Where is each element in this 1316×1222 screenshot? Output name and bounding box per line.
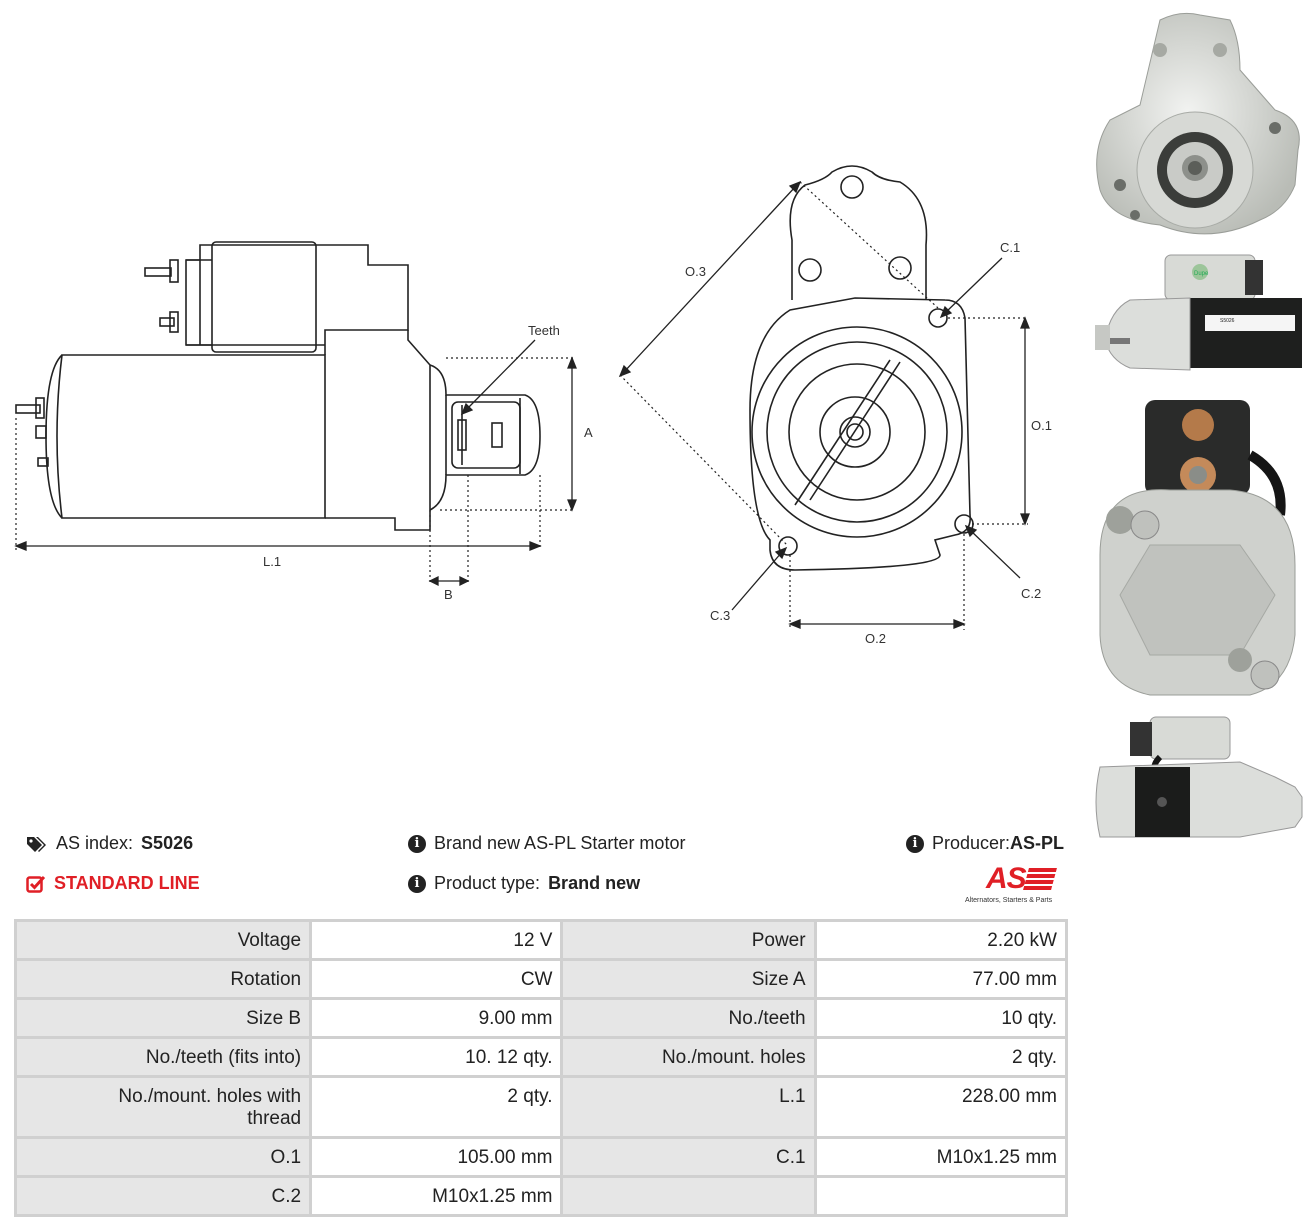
info-icon: i	[408, 834, 426, 853]
spec-value: 12 V	[309, 919, 564, 961]
description-text: Brand new AS-PL Starter motor	[434, 833, 686, 853]
product-photo-rear[interactable]	[1090, 395, 1306, 705]
producer-row: i Producer: AS-PL	[906, 833, 1064, 854]
spec-value: M10x1.25 mm	[813, 1136, 1069, 1178]
spec-value: 9.00 mm	[309, 997, 564, 1039]
spec-value: 77.00 mm	[813, 958, 1069, 1000]
table-row: O.1 105.00 mm C.1 M10x1.25 mm	[13, 1136, 1069, 1178]
spec-value: 2 qty.	[813, 1036, 1069, 1078]
standard-line-label: STANDARD LINE	[54, 873, 200, 893]
specs-table: Voltage 12 V Power 2.20 kW Rotation CW S…	[13, 919, 1069, 1217]
line-row: STANDARD LINE	[26, 873, 200, 894]
label-code: S5026	[1220, 318, 1235, 324]
label-brand: Dupe	[1194, 271, 1209, 277]
label-b: B	[444, 587, 453, 602]
description-row: i Brand new AS-PL Starter motor	[408, 833, 685, 854]
checkbox-checked-icon	[26, 875, 46, 893]
label-c3: C.3	[710, 608, 730, 623]
label-o2: O.2	[865, 631, 886, 646]
label-c1: C.1	[1000, 240, 1020, 255]
as-pl-logo[interactable]: AS Alternators, Starters & Parts	[960, 862, 1068, 908]
producer-label: Producer:	[932, 833, 1011, 853]
spec-key: C.1	[560, 1136, 817, 1178]
logo-mark: AS	[986, 862, 1027, 895]
spec-key: Size A	[560, 958, 817, 1000]
spec-key: No./teeth	[560, 997, 817, 1039]
as-index-row: AS index: S5026	[26, 833, 193, 854]
product-type-row: i Product type: Brand new	[408, 873, 640, 894]
spec-key: O.1	[13, 1136, 313, 1178]
starter-side-view-drawing: Teeth A L.1 B	[14, 241, 593, 602]
spec-key: Voltage	[13, 919, 313, 961]
spec-value: CW	[309, 958, 564, 1000]
logo-stripes	[1023, 868, 1057, 890]
starter-front-view-drawing: O.3 C.1 O.1 C.2 C.3 O.2	[618, 165, 1052, 646]
spec-key: No./mount. holes	[560, 1036, 817, 1078]
spec-value	[813, 1175, 1069, 1217]
spec-value: M10x1.25 mm	[309, 1175, 564, 1217]
spec-value: 10 qty.	[813, 997, 1069, 1039]
spec-key: No./teeth (fits into)	[13, 1036, 313, 1078]
producer-value: AS-PL	[1010, 833, 1065, 853]
product-photo-side-2[interactable]	[1090, 712, 1306, 847]
info-icon: i	[408, 874, 426, 893]
label-teeth: Teeth	[528, 323, 560, 338]
spec-key: Size B	[13, 997, 313, 1039]
spec-key: No./mount. holes with thread	[13, 1075, 313, 1139]
product-photo-front[interactable]	[1090, 10, 1306, 245]
spec-key: L.1	[560, 1075, 817, 1139]
as-index-value: S5026	[141, 833, 194, 853]
spec-value: 10. 12 qty.	[309, 1036, 564, 1078]
label-c2: C.2	[1021, 586, 1041, 601]
spec-key: C.2	[13, 1175, 313, 1217]
tags-icon	[27, 836, 46, 852]
logo-tagline: Alternators, Starters & Parts	[965, 897, 1053, 904]
table-row: Rotation CW Size A 77.00 mm	[13, 958, 1069, 1000]
table-row: Size B 9.00 mm No./teeth 10 qty.	[13, 997, 1069, 1039]
spec-key: Rotation	[13, 958, 313, 1000]
label-o3: O.3	[685, 264, 706, 279]
product-type-label: Product type:	[434, 873, 541, 893]
product-type-value: Brand new	[548, 873, 641, 893]
label-o1: O.1	[1031, 418, 1052, 433]
table-row: Voltage 12 V Power 2.20 kW	[13, 919, 1069, 961]
label-a: A	[584, 425, 593, 440]
spec-value: 105.00 mm	[309, 1136, 564, 1178]
table-row: No./mount. holes with thread 2 qty. L.1 …	[13, 1075, 1069, 1139]
product-photo-side-1[interactable]: Dupe S5026	[1090, 250, 1306, 380]
spec-value: 2 qty.	[309, 1075, 564, 1139]
spec-value: 2.20 kW	[813, 919, 1069, 961]
info-icon: i	[906, 834, 924, 853]
spec-key: Power	[560, 919, 817, 961]
label-l1: L.1	[263, 554, 281, 569]
as-index-label: AS index:	[56, 833, 134, 853]
table-row: No./teeth (fits into) 10. 12 qty. No./mo…	[13, 1036, 1069, 1078]
spec-key	[560, 1175, 817, 1217]
table-row: C.2 M10x1.25 mm	[13, 1175, 1069, 1217]
spec-value: 228.00 mm	[813, 1075, 1069, 1139]
